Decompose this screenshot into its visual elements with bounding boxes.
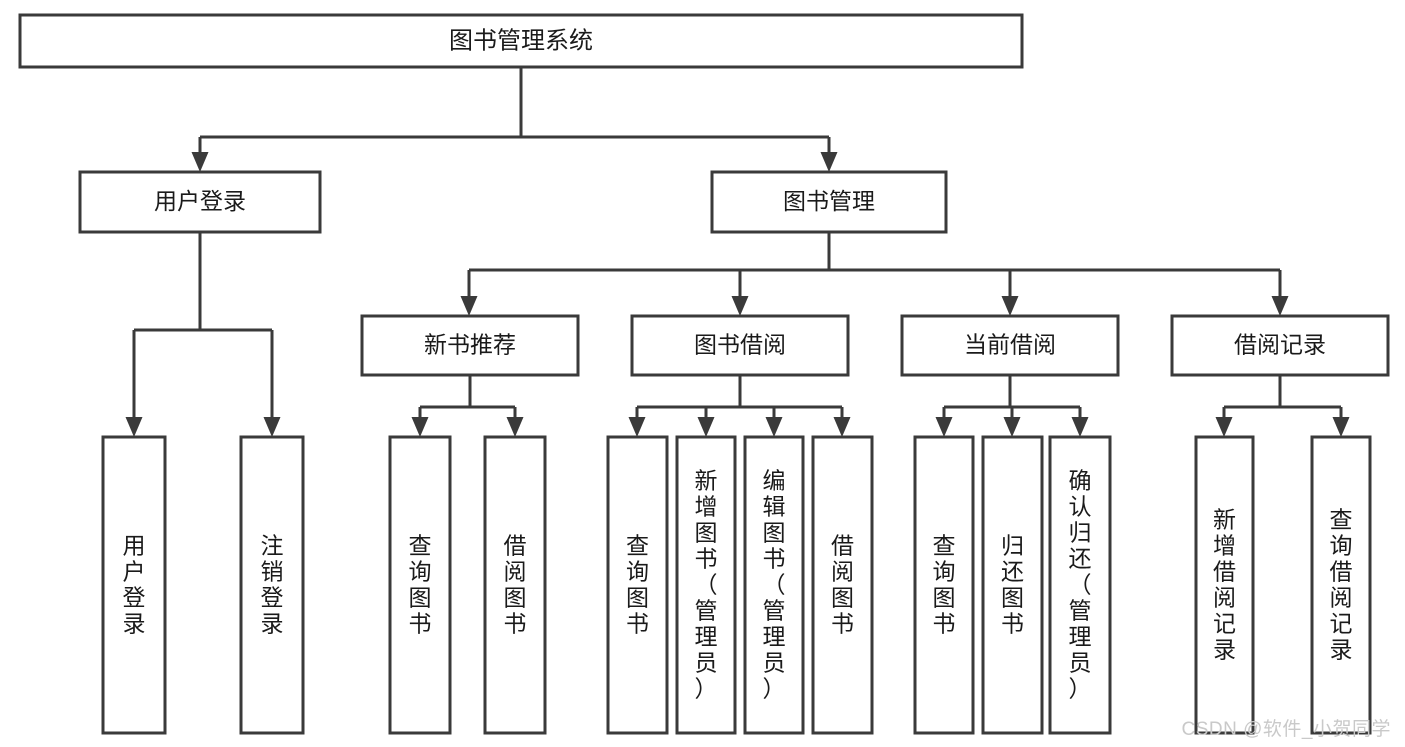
leaf-node-8[interactable]: 借阅图书 bbox=[811, 435, 874, 735]
root-node-system-title-label: 图书管理系统 bbox=[449, 27, 593, 54]
arrow-layer bbox=[125, 137, 1350, 437]
level3-node-4-label: 借阅记录 bbox=[1234, 332, 1326, 358]
level2-node-1-rect bbox=[78, 170, 322, 234]
leaf-node-12-rect bbox=[1194, 435, 1255, 735]
arrow-to-leaf-9 bbox=[935, 407, 953, 437]
level2-node-2-label: 图书管理 bbox=[783, 188, 875, 214]
leaf-node-12[interactable]: 新增借阅记录 bbox=[1194, 435, 1255, 735]
arrow-to-book-borrow bbox=[731, 270, 749, 316]
level3-node-1-rect bbox=[360, 314, 580, 377]
leaf-node-7-rect bbox=[743, 435, 805, 735]
arrow-to-leaf-13 bbox=[1332, 407, 1350, 437]
arrow-to-leaf-12 bbox=[1215, 407, 1233, 437]
connector-current-to-leaves bbox=[944, 375, 1080, 409]
arrow-to-current-borrow bbox=[1001, 270, 1019, 316]
leaf-node-1-label: 用户登录 bbox=[123, 532, 146, 636]
leaf-node-8-rect bbox=[811, 435, 874, 735]
arrow-to-leaf-10 bbox=[1003, 407, 1021, 437]
leaf-node-5[interactable]: 查询图书 bbox=[606, 435, 669, 735]
arrow-to-leaf-8 bbox=[833, 407, 851, 437]
root-node-system-title[interactable]: 图书管理系统 bbox=[18, 13, 1024, 69]
leaf-node-4-label: 借阅图书 bbox=[504, 532, 527, 636]
leaf-node-11-rect bbox=[1048, 435, 1112, 735]
level3-node-3[interactable]: 当前借阅 bbox=[900, 314, 1120, 377]
level2-node-2-rect bbox=[710, 170, 948, 234]
level3-node-1-label: 新书推荐 bbox=[424, 332, 516, 358]
connector-login-to-leaves bbox=[134, 232, 272, 332]
connector-record-to-leaves bbox=[1224, 375, 1341, 409]
leaf-node-12-label: 新增借阅记录 bbox=[1213, 506, 1236, 662]
level3-node-3-label: 当前借阅 bbox=[964, 332, 1056, 358]
leaf-node-6-label: 新增图书（管理员） bbox=[695, 467, 718, 701]
level3-node-2-label: 图书借阅 bbox=[694, 332, 786, 358]
level3-node-1[interactable]: 新书推荐 bbox=[360, 314, 580, 377]
arrow-to-user-login bbox=[191, 137, 209, 172]
leaf-node-2-label: 注销登录 bbox=[261, 532, 284, 636]
arrow-to-leaf-6 bbox=[697, 407, 715, 437]
root-node-system-title-rect bbox=[18, 13, 1024, 69]
leaf-node-9-label: 查询图书 bbox=[933, 532, 956, 636]
leaf-node-10-label: 归还图书 bbox=[1001, 532, 1024, 636]
leaf-node-6[interactable]: 新增图书（管理员） bbox=[675, 435, 737, 735]
leaf-node-3-label: 查询图书 bbox=[409, 532, 432, 636]
leaf-node-9-rect bbox=[913, 435, 975, 735]
leaf-node-6-rect bbox=[675, 435, 737, 735]
arrow-to-leaf-4 bbox=[506, 407, 524, 437]
arrow-to-leaf-3 bbox=[411, 407, 429, 437]
leaf-node-5-rect bbox=[606, 435, 669, 735]
leaf-node-10[interactable]: 归还图书 bbox=[981, 435, 1044, 735]
leaf-node-4[interactable]: 借阅图书 bbox=[483, 435, 547, 735]
level3-node-2-rect bbox=[630, 314, 850, 377]
level3-node-4-rect bbox=[1170, 314, 1390, 377]
leaf-node-13[interactable]: 查询借阅记录 bbox=[1310, 435, 1372, 735]
leaf-node-10-rect bbox=[981, 435, 1044, 735]
level2-node-2[interactable]: 图书管理 bbox=[710, 170, 948, 234]
connector-root-to-level2 bbox=[200, 67, 829, 139]
level2-node-1-label: 用户登录 bbox=[154, 188, 246, 214]
level3-node-2[interactable]: 图书借阅 bbox=[630, 314, 850, 377]
leaf-node-7[interactable]: 编辑图书（管理员） bbox=[743, 435, 805, 735]
leaf-node-2[interactable]: 注销登录 bbox=[239, 435, 305, 735]
connector-borrow-to-leaves bbox=[637, 375, 842, 409]
arrow-to-borrow-record bbox=[1271, 270, 1289, 316]
leaf-node-11[interactable]: 确认归还（管理员） bbox=[1048, 435, 1112, 735]
node-layer: 图书管理系统用户登录图书管理新书推荐图书借阅当前借阅借阅记录用户登录注销登录查询… bbox=[18, 13, 1390, 735]
arrow-to-new-book bbox=[460, 270, 478, 316]
leaf-node-1-rect bbox=[101, 435, 167, 735]
arrow-to-book-manage bbox=[820, 137, 838, 172]
arrow-to-leaf-7 bbox=[765, 407, 783, 437]
arrow-to-leaf-11 bbox=[1071, 407, 1089, 437]
leaf-node-1[interactable]: 用户登录 bbox=[101, 435, 167, 735]
leaf-node-11-label: 确认归还（管理员） bbox=[1069, 467, 1092, 701]
leaf-node-8-label: 借阅图书 bbox=[831, 532, 854, 636]
connector-layer bbox=[134, 67, 1341, 409]
leaf-node-4-rect bbox=[483, 435, 547, 735]
leaf-node-13-label: 查询借阅记录 bbox=[1330, 506, 1353, 662]
connector-newbook-to-leaves bbox=[420, 375, 515, 409]
level3-node-4[interactable]: 借阅记录 bbox=[1170, 314, 1390, 377]
leaf-node-3[interactable]: 查询图书 bbox=[388, 435, 452, 735]
leaf-node-9[interactable]: 查询图书 bbox=[913, 435, 975, 735]
level2-node-1[interactable]: 用户登录 bbox=[78, 170, 322, 234]
leaf-node-2-rect bbox=[239, 435, 305, 735]
connector-books-to-level3 bbox=[469, 232, 1280, 272]
arrow-to-leaf-2 bbox=[263, 330, 281, 437]
level3-node-3-rect bbox=[900, 314, 1120, 377]
leaf-node-13-rect bbox=[1310, 435, 1372, 735]
leaf-node-5-label: 查询图书 bbox=[626, 532, 649, 636]
arrow-to-leaf-1 bbox=[125, 330, 143, 437]
leaf-node-3-rect bbox=[388, 435, 452, 735]
watermark: CSDN @软件_小贺同学 bbox=[1181, 719, 1391, 740]
arrow-to-leaf-5 bbox=[628, 407, 646, 437]
leaf-node-7-label: 编辑图书（管理员） bbox=[763, 467, 786, 701]
